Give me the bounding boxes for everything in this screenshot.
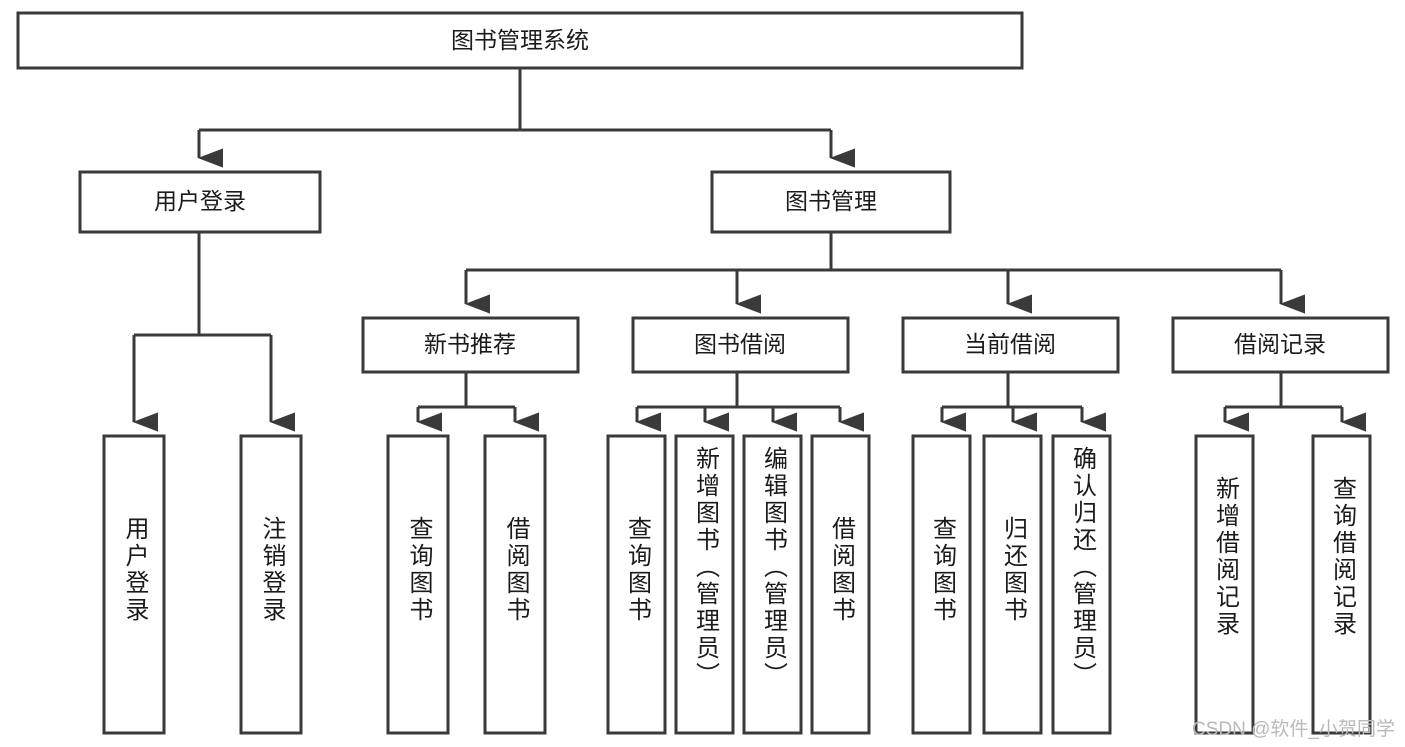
node-book-management[interactable]: 图书管理 <box>710 170 952 234</box>
leaf-box-edit-book[interactable] <box>742 434 803 735</box>
node-current-borrow-box[interactable] <box>901 316 1120 374</box>
connector-layer <box>132 68 1366 432</box>
node-borrow-record-label: 借阅记录 <box>1234 331 1326 357</box>
node-root-label: 图书管理系统 <box>451 27 589 53</box>
node-new-book-recommend-label: 新书推荐 <box>424 331 516 357</box>
leaf-box-query-book-2[interactable] <box>606 434 667 735</box>
leaf-box-query-book-3[interactable] <box>911 434 972 735</box>
node-user-login[interactable]: 用户登录 <box>78 170 322 234</box>
node-user-login-box[interactable] <box>78 170 322 234</box>
leaf-box-borrow-book-2[interactable] <box>810 434 871 735</box>
leaf-box-confirm-return[interactable] <box>1051 434 1112 735</box>
leaf-box-user-login[interactable] <box>102 434 166 735</box>
node-book-borrow-label: 图书借阅 <box>694 331 786 357</box>
leaf-box-query-record[interactable] <box>1311 434 1372 735</box>
leaf-box-add-book[interactable] <box>674 434 735 735</box>
leaf-box-borrow-book-1[interactable] <box>483 434 547 735</box>
node-book-management-box[interactable] <box>710 170 952 234</box>
node-book-management-label: 图书管理 <box>785 188 877 214</box>
node-new-book-recommend[interactable]: 新书推荐 <box>361 316 580 374</box>
node-borrow-record-box[interactable] <box>1171 316 1390 374</box>
watermark: CSDN @软件_小贺同学 <box>1192 719 1395 740</box>
node-root-box[interactable] <box>16 11 1024 70</box>
node-root[interactable]: 图书管理系统 <box>16 11 1024 70</box>
node-book-borrow[interactable]: 图书借阅 <box>631 316 850 374</box>
leaf-layer <box>102 434 1372 735</box>
node-book-borrow-box[interactable] <box>631 316 850 374</box>
leaf-box-logout[interactable] <box>239 434 303 735</box>
node-current-borrow[interactable]: 当前借阅 <box>901 316 1120 374</box>
node-current-borrow-label: 当前借阅 <box>964 331 1056 357</box>
node-borrow-record[interactable]: 借阅记录 <box>1171 316 1390 374</box>
node-new-book-recommend-box[interactable] <box>361 316 580 374</box>
node-user-login-label: 用户登录 <box>154 188 246 214</box>
leaf-box-query-book-1[interactable] <box>386 434 450 735</box>
leaf-box-return-book[interactable] <box>982 434 1043 735</box>
leaf-box-add-record[interactable] <box>1194 434 1255 735</box>
